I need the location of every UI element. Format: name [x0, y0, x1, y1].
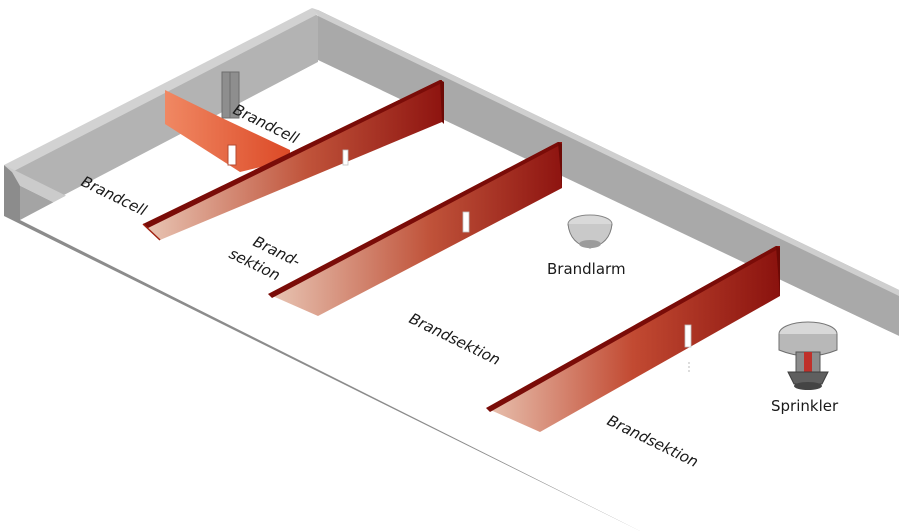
left-back-wall-inner-face	[8, 12, 318, 218]
left-back-wall-top	[4, 8, 318, 172]
fire-wall-3	[486, 246, 780, 432]
label-brandlarm: Brandlarm	[547, 260, 626, 278]
fire-door-2	[462, 211, 470, 233]
label-sprinkler: Sprinkler	[771, 397, 839, 415]
brandcell-door	[227, 144, 237, 166]
fire-wall-2	[268, 142, 562, 316]
back-wall-top	[312, 8, 899, 296]
back-wall-inner-face	[318, 10, 899, 336]
fade-overlay	[620, 470, 650, 531]
fire-door-1	[342, 149, 349, 166]
sprinkler-icon	[778, 321, 838, 390]
brandcell-front-wall	[165, 90, 290, 172]
smoke-detector-icon	[567, 214, 613, 249]
fire-walls	[142, 80, 780, 432]
fire-door-3	[684, 324, 692, 348]
fire-wall-1	[142, 80, 444, 241]
brandcell-room	[165, 71, 290, 172]
